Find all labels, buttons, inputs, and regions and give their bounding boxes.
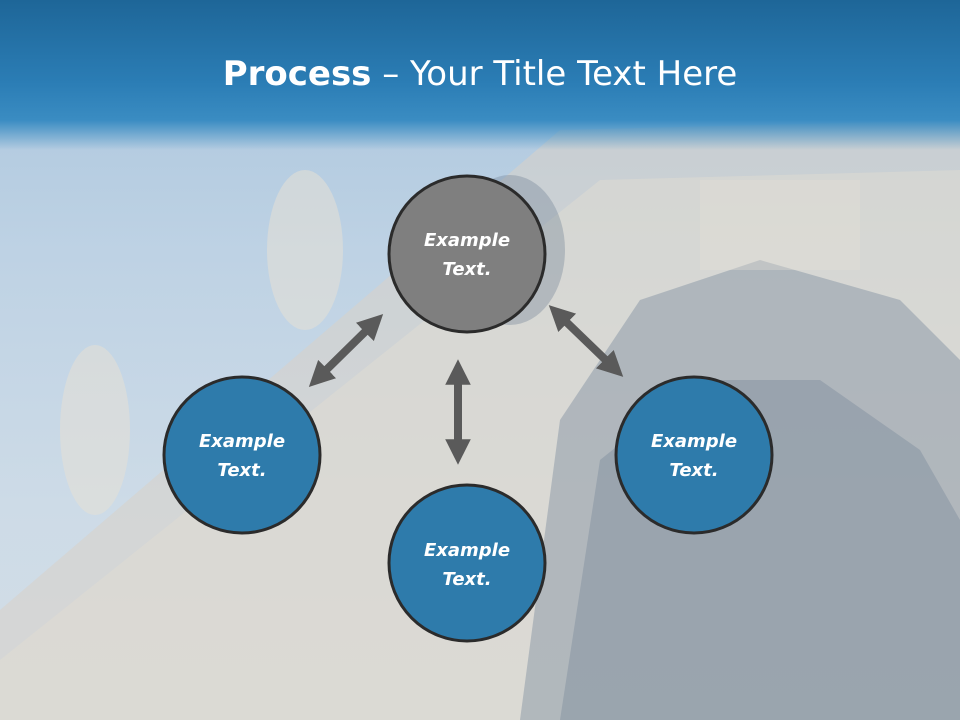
node-top-line2: Text.	[442, 259, 491, 280]
node-left[interactable]: Example Text.	[162, 375, 322, 535]
page-title: Process – Your Title Text Here	[0, 52, 960, 96]
arrow-top-left	[308, 314, 384, 387]
node-top-line1: Example	[424, 230, 510, 251]
title-bar	[0, 0, 960, 150]
title-rest: – Your Title Text Here	[371, 54, 738, 94]
node-bottom-line1: Example	[424, 540, 510, 561]
node-left-line2: Text.	[217, 460, 266, 481]
node-right-line1: Example	[651, 431, 737, 452]
node-right-line2: Text.	[669, 460, 718, 481]
arrow-top-right	[548, 305, 624, 377]
node-bottom-line2: Text.	[442, 569, 491, 590]
node-bottom[interactable]: Example Text.	[387, 483, 547, 643]
title-bold: Process	[222, 54, 372, 94]
node-top[interactable]: Example Text.	[387, 174, 547, 334]
node-left-line1: Example	[199, 431, 285, 452]
node-right[interactable]: Example Text.	[614, 375, 774, 535]
